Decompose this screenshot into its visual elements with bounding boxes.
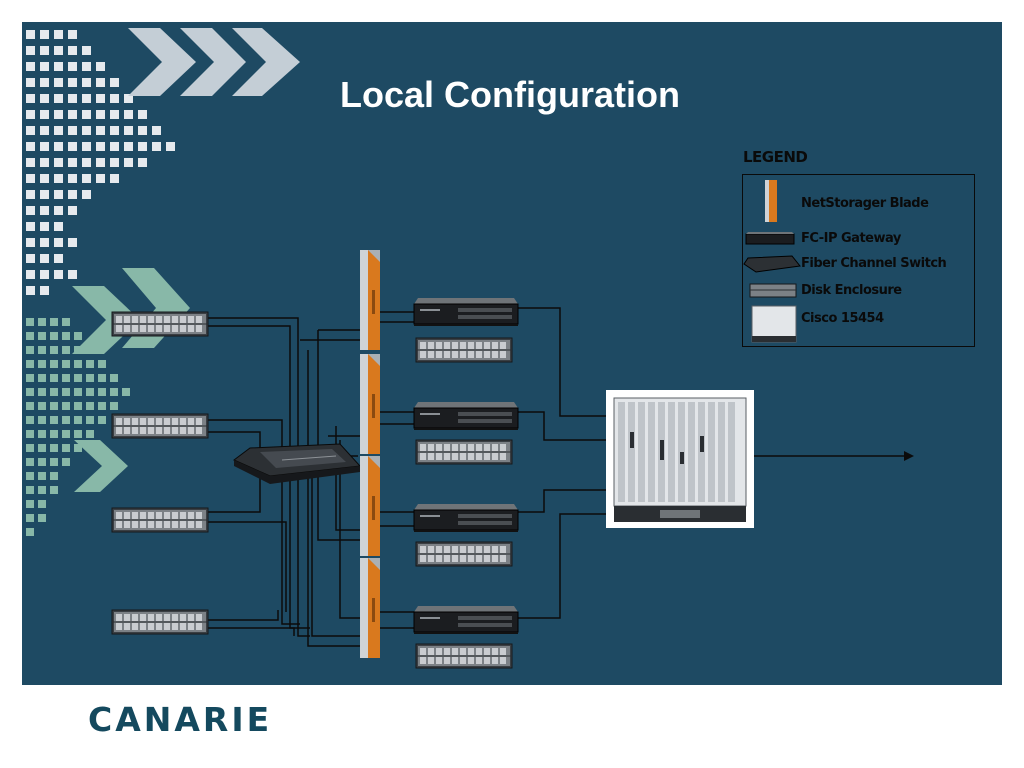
legend-label-fiber-channel-switch: Fiber Channel Switch bbox=[801, 256, 947, 271]
legend-label-cisco-15454: Cisco 15454 bbox=[801, 311, 884, 326]
disk-enclosure bbox=[111, 413, 209, 439]
fc-ip-gateway-icon bbox=[745, 232, 795, 245]
netstorager-blade bbox=[360, 250, 380, 350]
cisco-15454-icon bbox=[751, 305, 797, 343]
disk-enclosure bbox=[111, 311, 209, 337]
legend-label-fc-ip-gateway: FC-IP Gateway bbox=[801, 231, 901, 246]
cisco-15454 bbox=[606, 390, 754, 528]
fc-ip-gateway bbox=[413, 503, 519, 532]
disk-enclosure bbox=[415, 439, 513, 465]
fc-ip-gateway bbox=[413, 297, 519, 326]
disk-enclosure bbox=[415, 643, 513, 669]
netstorager-blade bbox=[360, 558, 380, 658]
page-title: Local Configuration bbox=[340, 74, 680, 115]
netstorager-blade-icon bbox=[765, 180, 777, 222]
fiber-channel-switch bbox=[233, 443, 362, 484]
disk-enclosure bbox=[111, 507, 209, 533]
connection-lines bbox=[208, 307, 904, 647]
legend-box bbox=[742, 174, 975, 347]
netstorager-blade bbox=[360, 456, 380, 556]
disk-enclosure bbox=[111, 609, 209, 635]
fc-ip-gateway bbox=[413, 605, 519, 634]
disk-enclosure bbox=[415, 541, 513, 567]
arrow-head-icon bbox=[904, 451, 914, 461]
disk-enclosure bbox=[415, 337, 513, 363]
legend-heading: LEGEND bbox=[743, 148, 808, 166]
disk-enclosure-icon bbox=[749, 283, 797, 298]
fc-ip-gateway bbox=[413, 401, 519, 430]
fiber-channel-switch-icon bbox=[743, 255, 801, 273]
canarie-logo: CANARIE bbox=[88, 700, 273, 739]
netstorager-blade bbox=[360, 354, 380, 454]
legend-label-netstorager-blade: NetStorager Blade bbox=[801, 196, 929, 211]
legend-label-disk-enclosure: Disk Enclosure bbox=[801, 283, 902, 298]
